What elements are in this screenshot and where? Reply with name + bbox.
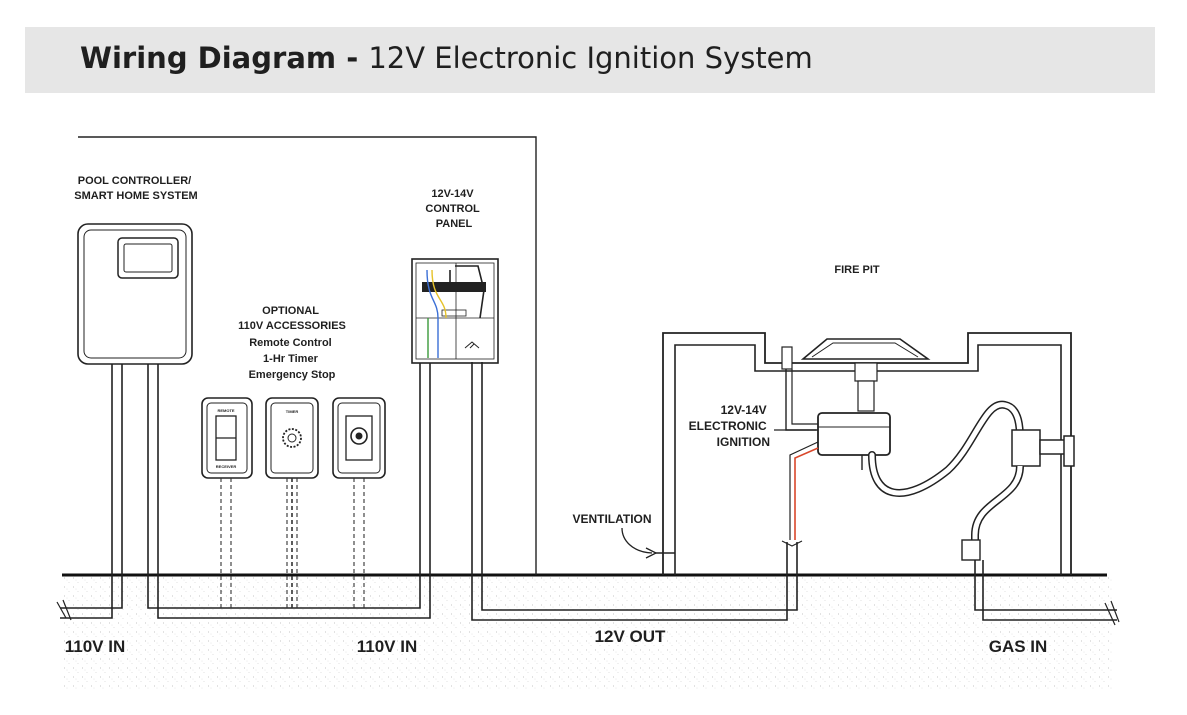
- remote-receiver-switch: REMOTE RECEIVER: [201, 397, 253, 479]
- pool-controller-label: POOL CONTROLLER/ SMART HOME SYSTEM: [74, 175, 197, 202]
- in-110v-mid-label: 110V IN: [357, 637, 418, 656]
- title-separator: -: [336, 41, 369, 75]
- emergency-stop-switch: [332, 397, 386, 479]
- burner: [781, 338, 931, 412]
- gas-flex-line: [868, 400, 1120, 626]
- optional-accessories-label: OPTIONAL 110V ACCESSORIES: [238, 305, 346, 332]
- ignition-label: 12V-14V ELECTRONIC IGNITION: [689, 403, 770, 449]
- out-12v-label: 12V OUT: [595, 627, 666, 646]
- accessory-wires: [220, 478, 365, 608]
- title-rest: 12V Electronic Ignition System: [368, 41, 813, 75]
- gas-in-label: GAS IN: [989, 637, 1048, 656]
- pool-controller: [77, 223, 193, 365]
- ground-soil: [62, 574, 1112, 689]
- page-title: Wiring Diagram - 12V Electronic Ignition…: [80, 41, 813, 75]
- timer-switch: TIMER: [265, 397, 319, 479]
- fire-pit-label: FIRE PIT: [834, 264, 880, 276]
- timer-switch-label: TIMER: [286, 409, 299, 414]
- in-110v-left-label: 110V IN: [65, 637, 126, 656]
- receiver-switch-label: RECEIVER: [216, 464, 237, 469]
- control-panel: [411, 258, 499, 364]
- accessory-list: Remote Control 1-Hr Timer Emergency Stop: [249, 337, 336, 381]
- control-panel-label: 12V-14V CONTROL PANEL: [425, 188, 482, 230]
- ventilation-arrow: [621, 527, 653, 554]
- building-wall: [78, 136, 537, 575]
- title-bar: Wiring Diagram - 12V Electronic Ignition…: [25, 27, 1155, 93]
- ventilation-label: VENTILATION: [572, 512, 651, 526]
- conduit-12v-out: [471, 362, 803, 621]
- ventilation-arrowhead: [645, 547, 658, 559]
- remote-switch-label: REMOTE: [217, 408, 234, 413]
- title-bold: Wiring Diagram: [80, 41, 337, 75]
- conduit-110v-controller: [56, 362, 431, 621]
